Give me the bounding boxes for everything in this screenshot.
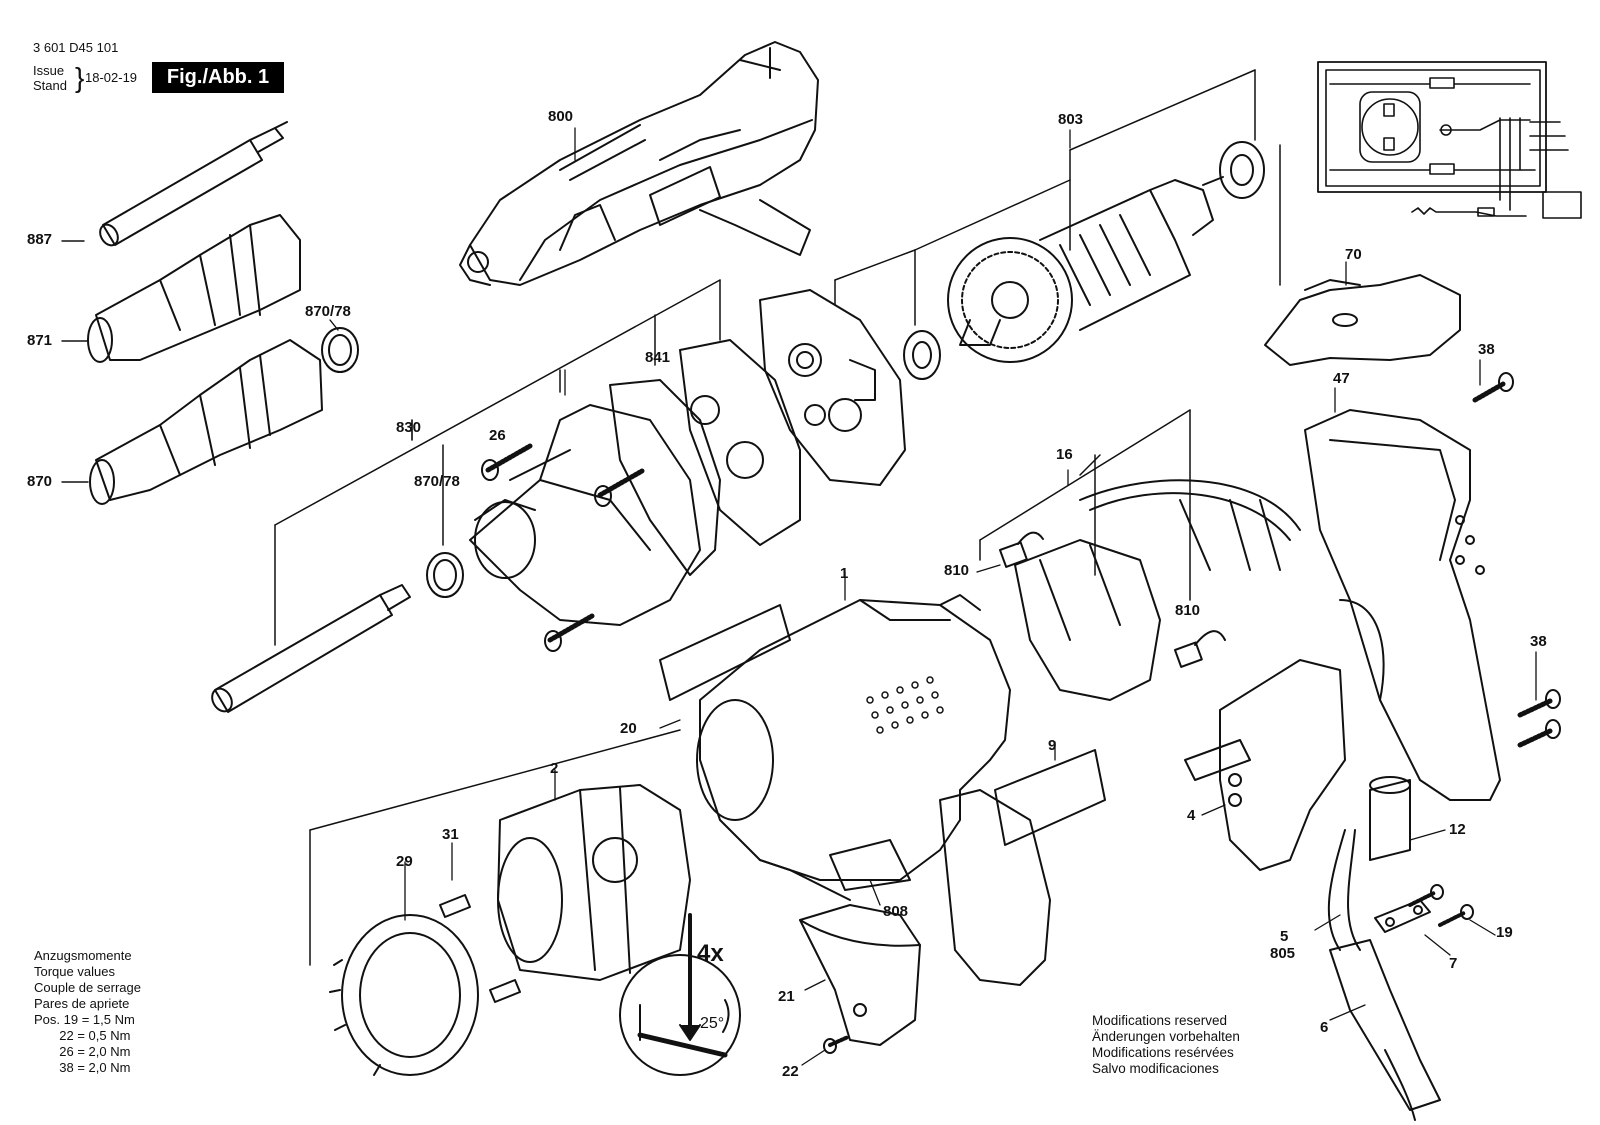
callout-21: 21 — [778, 988, 795, 1005]
issue-label: Issue — [33, 63, 65, 78]
part-887-bit-holder — [61, 121, 288, 247]
callout-5: 5 — [1280, 928, 1289, 945]
callout-7: 7 — [1449, 955, 1458, 972]
part-bearing-top — [1219, 141, 1265, 199]
callout-887: 887 — [27, 231, 53, 248]
part-841-gasket — [609, 339, 801, 576]
bracket-830 — [274, 279, 721, 646]
callout-805: 805 — [1270, 945, 1296, 962]
part-870-nose — [61, 339, 323, 505]
part-830-bit-holder — [211, 584, 411, 713]
bracket-16-810 — [979, 409, 1191, 601]
part-22-screw — [823, 1035, 850, 1054]
part-bearing-small — [903, 330, 941, 380]
part-810-brushes — [998, 531, 1226, 668]
issue-date: 18-02-19 — [85, 70, 138, 85]
callout-810-right: 810 — [1175, 602, 1201, 619]
part-871-nose — [61, 214, 301, 363]
modifications-es: Salvo modificaciones — [1092, 1061, 1219, 1076]
detail-4x-angle — [619, 913, 741, 1076]
callout-4: 4 — [1187, 807, 1196, 824]
callout-841: 841 — [645, 349, 671, 366]
wiring-schematic — [1317, 61, 1582, 219]
callout-871: 871 — [27, 332, 53, 349]
callout-9: 9 — [1048, 737, 1057, 754]
callout-22: 22 — [782, 1063, 799, 1080]
part-1-motor-housing — [696, 594, 1051, 986]
modifications-de: Änderungen vorbehalten — [1092, 1029, 1240, 1044]
leader-lines — [404, 127, 1537, 1066]
part-gear-housing — [469, 404, 701, 626]
callout-1: 1 — [840, 565, 849, 582]
torque-line-fr: Couple de serrage — [34, 980, 141, 995]
modifications-en: Modifications reserved — [1092, 1013, 1228, 1028]
stand-label: Stand — [33, 78, 67, 93]
callout-870: 870 — [27, 473, 53, 490]
part-4-switch — [1184, 599, 1385, 871]
part-9-label — [994, 749, 1106, 846]
torque-line-de: Anzugsmomente — [34, 948, 132, 963]
part-6-cable — [1327, 829, 1441, 1121]
callout-12: 12 — [1449, 821, 1466, 838]
header-brace: } — [75, 62, 85, 93]
torque-value-22: 22 = 0,5 Nm — [34, 1028, 131, 1043]
bracket-803 — [834, 69, 1281, 326]
callout-4x: 4x — [697, 940, 724, 967]
part-16-brush-holder — [1014, 479, 1301, 701]
callout-47: 47 — [1333, 370, 1350, 387]
callout-29: 29 — [396, 853, 413, 870]
part-19-screws — [1408, 884, 1474, 927]
part-12-capacitor — [1369, 776, 1411, 861]
part-number: 3 601 D45 101 — [33, 40, 119, 55]
torque-value-19: Pos. 19 = 1,5 Nm — [34, 1012, 135, 1027]
callout-870-78-lower: 870/78 — [414, 473, 460, 490]
callout-25-degree: 25° — [700, 1015, 725, 1032]
torque-line-en: Torque values — [34, 964, 115, 979]
part-7-clamp — [1374, 899, 1431, 933]
modifications-note: Modifications reserved Änderungen vorbeh… — [1092, 1013, 1240, 1077]
part-803-armature — [947, 176, 1224, 363]
part-20-label — [659, 604, 791, 701]
part-29-ring — [329, 914, 479, 1076]
callout-803: 803 — [1058, 111, 1084, 128]
callout-16: 16 — [1056, 446, 1073, 463]
callout-38-upper: 38 — [1478, 341, 1495, 358]
torque-line-es: Pares de apriete — [34, 996, 130, 1011]
part-26-screws — [481, 443, 645, 652]
callout-70: 70 — [1345, 246, 1362, 263]
callout-20: 20 — [620, 720, 637, 737]
part-38-screws — [1472, 372, 1561, 748]
modifications-fr: Modifications resérvées — [1092, 1045, 1234, 1060]
callout-31: 31 — [442, 826, 459, 843]
figure-label: Fig./Abb. 1 — [152, 62, 284, 93]
part-870-78-seal-lower — [426, 552, 464, 598]
part-47-shell — [1304, 409, 1501, 801]
callout-6: 6 — [1320, 1019, 1329, 1036]
callout-26: 26 — [489, 427, 506, 444]
callout-19: 19 — [1496, 924, 1513, 941]
part-808-label — [829, 839, 911, 891]
part-70-cover — [1264, 274, 1461, 366]
callout-830: 830 — [396, 419, 422, 436]
callout-38-lower: 38 — [1530, 633, 1547, 650]
callout-2: 2 — [550, 760, 559, 777]
callout-870-78-upper: 870/78 — [305, 303, 351, 320]
part-800-magazine — [459, 41, 819, 286]
part-870-78-seal-upper — [321, 319, 359, 373]
torque-value-26: 26 = 2,0 Nm — [34, 1044, 131, 1059]
torque-values: Anzugsmomente Torque values Couple de se… — [34, 948, 141, 1076]
torque-value-38: 38 = 2,0 Nm — [34, 1060, 131, 1075]
callout-800: 800 — [548, 108, 574, 125]
part-2-stator — [497, 784, 691, 981]
callout-810-left: 810 — [944, 562, 970, 579]
part-31-pins — [439, 894, 521, 1003]
callout-808: 808 — [883, 903, 909, 920]
bracket-29 — [309, 729, 681, 966]
part-21-cover — [799, 904, 921, 1046]
part-bearing-plate — [759, 289, 906, 486]
